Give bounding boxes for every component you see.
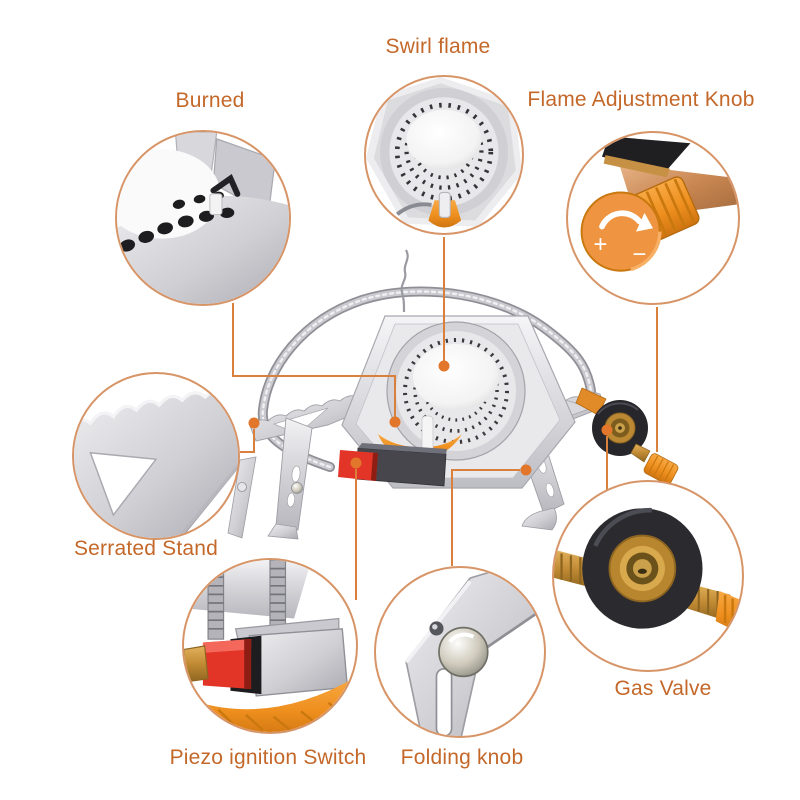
swirl-flame-closeup	[366, 77, 522, 228]
callout-flame-knob: + −	[566, 131, 740, 305]
callout-burned	[115, 130, 291, 306]
callout-gas-valve	[552, 480, 744, 672]
folding-knob-closeup	[404, 568, 544, 736]
callout-piezo-switch	[182, 558, 358, 734]
knob-minus-mark: −	[633, 241, 647, 268]
stove-leg-left	[267, 417, 313, 540]
valve-assembly	[575, 387, 679, 485]
burned-closeup	[117, 132, 289, 304]
piezo-switch-closeup	[184, 560, 356, 732]
gas-valve-closeup	[554, 507, 742, 635]
knob-plus-mark: +	[594, 231, 608, 258]
serrated-stand-closeup	[74, 389, 238, 538]
label-burned: Burned	[175, 89, 245, 112]
callout-swirl-flame	[364, 75, 524, 235]
label-folding-knob: Folding knob	[400, 746, 524, 769]
callout-folding-knob	[374, 566, 546, 738]
callout-serrated-stand	[72, 372, 240, 540]
label-serrated-stand: Serrated Stand	[73, 537, 219, 560]
label-flame-knob: Flame Adjustment Knob	[527, 88, 755, 111]
flame-knob-closeup: + −	[579, 136, 738, 273]
ignition-wire	[400, 249, 409, 313]
label-swirl-flame: Swirl flame	[385, 35, 491, 58]
stove-rear-leg	[227, 456, 257, 539]
label-gas-valve: Gas Valve	[614, 677, 712, 700]
label-piezo-switch: Piezo ignition Switch	[169, 746, 367, 769]
stove-photo	[227, 249, 679, 540]
